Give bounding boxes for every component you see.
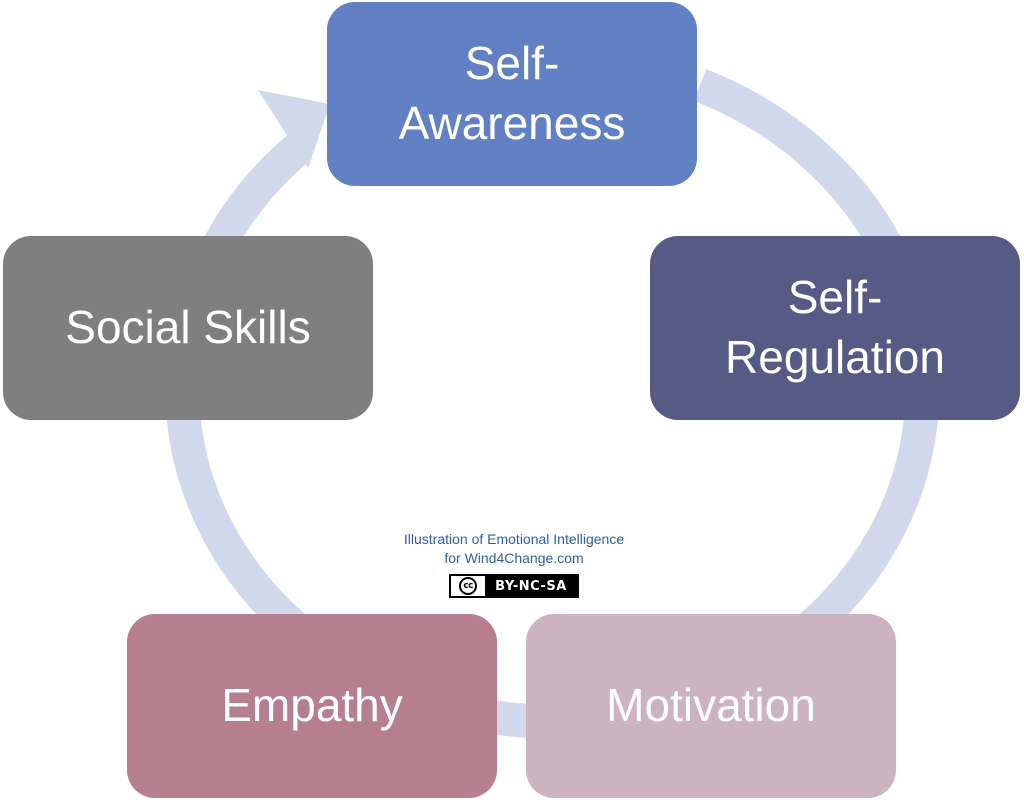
node-label-self-awareness: Self- Awareness [398,37,626,149]
credit-block: Illustration of Emotional Intelligence f… [364,530,664,598]
node-label-self-regulation: Self- Regulation [725,271,945,383]
node-empathy: Empathy [127,614,497,798]
license-badge: cc BY-NC-SA [449,574,579,598]
node-label-motivation: Motivation [606,679,816,732]
node-label-empathy: Empathy [221,679,403,732]
cycle-arrow-head [258,90,330,168]
credit-line-2: for Wind4Change.com [444,550,584,566]
credit-line-1: Illustration of Emotional Intelligence [403,531,625,547]
node-label-social-skills: Social Skills [65,301,311,354]
node-self-awareness: Self- Awareness [327,2,697,186]
node-social-skills: Social Skills [3,236,373,420]
cc-icon-glyph: cc [459,577,478,595]
node-motivation: Motivation [526,614,896,798]
cc-icon: cc [451,576,486,596]
license-terms: BY-NC-SA [495,578,567,594]
node-self-regulation: Self- Regulation [650,236,1020,420]
